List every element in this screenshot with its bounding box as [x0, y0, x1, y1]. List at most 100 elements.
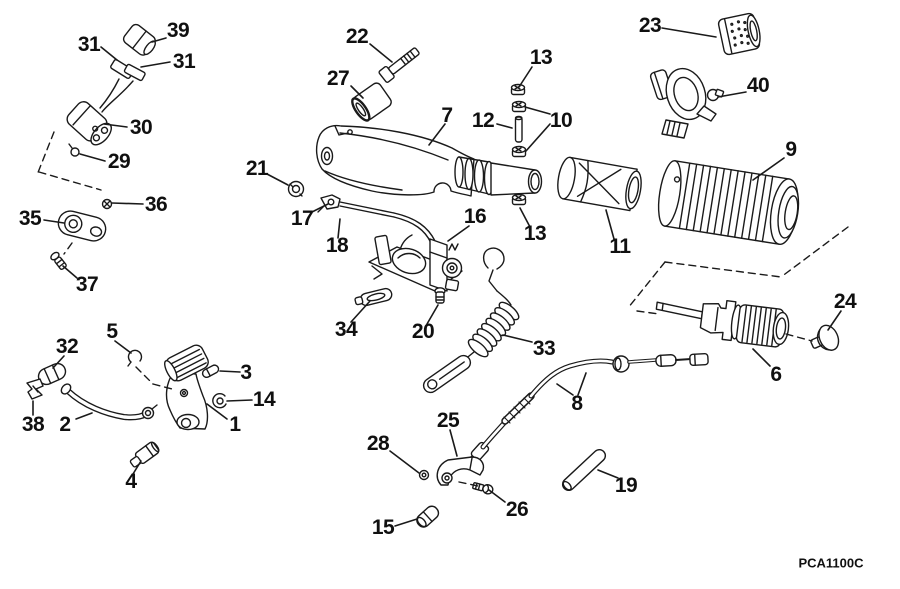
part-39-drawing	[122, 23, 156, 56]
part-27-bushing-drawing	[351, 82, 392, 122]
part-28-grommet-drawing	[418, 469, 430, 481]
leader-line	[52, 355, 65, 369]
diagram-code: PCA1100C	[798, 555, 864, 571]
part-25-lever-drawing	[436, 456, 485, 486]
leader-line	[311, 203, 329, 213]
part-10-nut-lower-drawing	[511, 145, 527, 158]
part-7-handle-drawing	[315, 124, 475, 197]
leader-line	[502, 334, 533, 343]
dashed-alignment-lines	[36, 131, 849, 487]
leader-line	[752, 348, 771, 367]
dashed-line	[135, 366, 154, 385]
handle-collar-rings-drawing	[454, 156, 495, 196]
part-1-bracket-drawing	[164, 344, 209, 431]
leader-line	[266, 173, 289, 186]
leader-line	[132, 460, 142, 475]
part-29-clip-drawing	[68, 143, 80, 157]
part-2-hose-drawing	[60, 383, 158, 421]
part-8-cable-drawing	[466, 352, 709, 467]
part-19-tube-drawing	[561, 448, 607, 492]
handle-tube-drawing	[490, 162, 543, 196]
dashed-line	[636, 310, 660, 315]
leader-line	[103, 123, 128, 128]
leader-line	[518, 66, 533, 88]
leader-line	[350, 85, 364, 99]
leader-line	[577, 372, 587, 396]
part-21-nut-drawing	[287, 180, 305, 198]
part-40-clamp-drawing	[649, 67, 725, 139]
part-9-grip-drawing	[657, 160, 800, 245]
part-12-pin-drawing	[514, 115, 523, 143]
leader-line	[43, 219, 65, 224]
dashed-line	[152, 383, 173, 390]
leader-line	[496, 123, 513, 129]
part-6-friction-assembly-drawing	[655, 299, 790, 348]
part-34-plate-drawing	[354, 287, 393, 307]
part-36-nut-drawing	[101, 198, 113, 210]
part-20-screw-drawing	[434, 287, 446, 304]
leader-line	[140, 61, 171, 68]
wire-leads-drawing	[99, 78, 134, 113]
part-13-nut-top-drawing	[510, 83, 526, 96]
part-35-link-drawing	[57, 210, 107, 242]
leader-line	[226, 399, 253, 402]
leader-line	[717, 91, 747, 98]
leader-line	[337, 218, 341, 239]
part-31-terminal-right-drawing	[123, 63, 146, 82]
dashed-line	[458, 481, 479, 487]
part-16-bracket-assembly-drawing	[368, 234, 463, 292]
leader-line	[447, 225, 470, 242]
leader-line	[79, 153, 106, 162]
part-13-nut-bottom-drawing	[511, 193, 527, 206]
leader-line	[62, 265, 78, 279]
leader-line	[394, 518, 418, 527]
part-3-pin-drawing	[201, 364, 220, 379]
dashed-line	[36, 131, 55, 176]
dashed-line	[785, 333, 813, 342]
dashed-line	[664, 261, 782, 278]
dashed-line	[38, 171, 102, 191]
leader-line	[426, 304, 439, 325]
leader-line	[75, 412, 93, 420]
leader-line	[661, 27, 717, 38]
part-33-lanyard-drawing	[422, 247, 520, 394]
leader-lines	[32, 27, 842, 527]
leader-line	[111, 202, 144, 205]
leader-line	[369, 43, 393, 63]
leader-line	[389, 450, 420, 474]
part-10-nut-upper-drawing	[511, 100, 527, 113]
part-38-clip-drawing	[26, 378, 44, 400]
leader-line	[114, 340, 132, 354]
leader-line	[219, 370, 241, 373]
leader-line	[605, 209, 615, 240]
dashed-line	[63, 242, 73, 255]
part-22-bolt-drawing	[378, 47, 420, 83]
leader-line	[556, 383, 574, 396]
part-5-clip-drawing	[127, 349, 143, 367]
leader-line	[449, 429, 458, 457]
leader-line	[525, 123, 551, 152]
part-11-inner-sleeve-drawing	[557, 156, 642, 212]
part-4-fitting-drawing	[129, 441, 160, 468]
leader-line	[350, 300, 371, 323]
leader-line	[752, 157, 785, 181]
leader-line	[597, 469, 619, 479]
leader-line	[827, 310, 842, 331]
part-26-screw-drawing	[472, 482, 494, 495]
leader-line	[428, 123, 446, 146]
part-30-connector-drawing	[66, 101, 112, 146]
part-17-throttle-arm-drawing	[317, 194, 436, 244]
leader-line	[488, 489, 506, 503]
leader-line	[100, 46, 118, 61]
leader-line	[206, 403, 228, 420]
part-24-cap-drawing	[810, 324, 840, 351]
part-15-roller-drawing	[416, 505, 440, 528]
dashed-line	[780, 226, 849, 278]
part-14-ring-drawing	[212, 393, 227, 409]
dashed-line	[627, 261, 666, 309]
leader-line	[519, 207, 531, 228]
leader-line	[151, 37, 167, 43]
leader-line	[524, 106, 551, 115]
